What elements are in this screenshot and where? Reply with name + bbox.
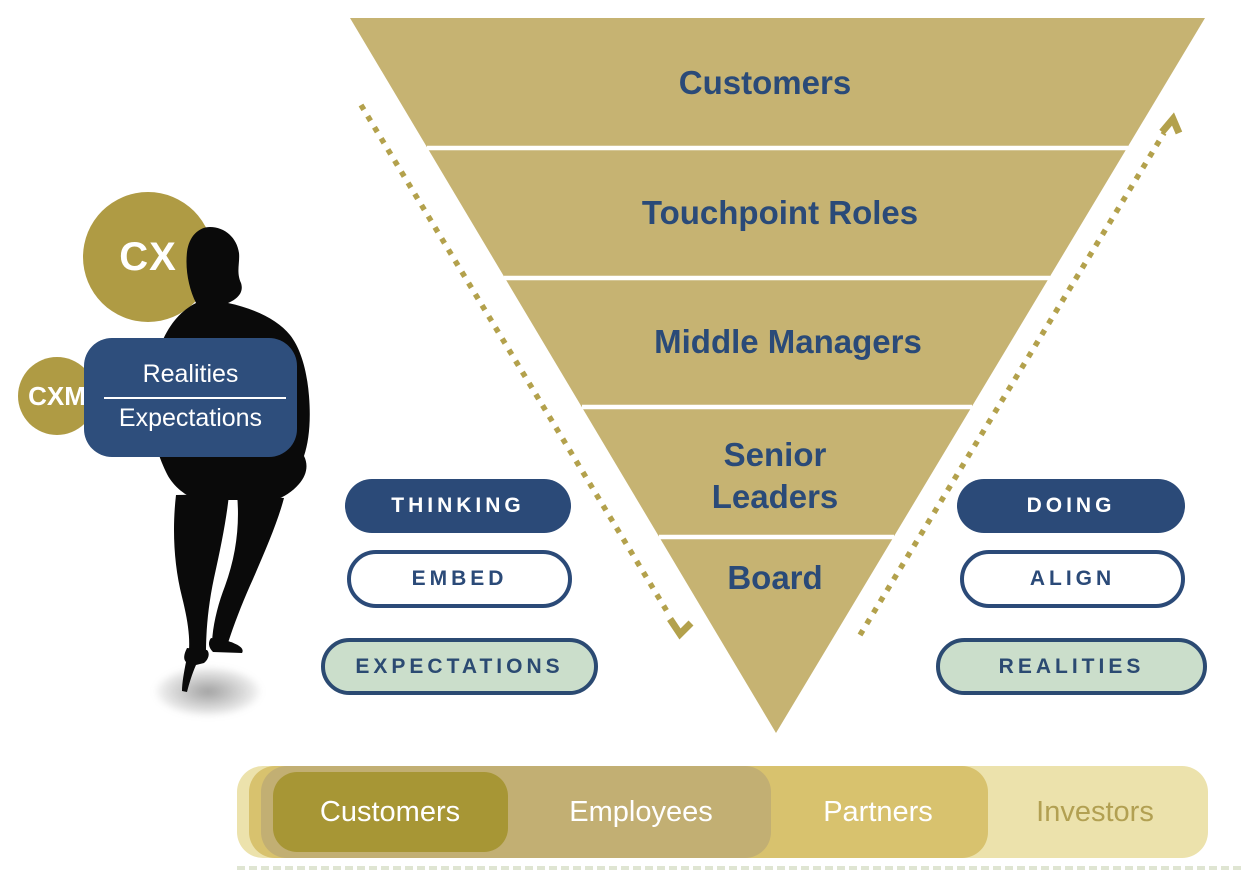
- pill-thinking: THINKING: [345, 479, 571, 533]
- fraction-denominator: Expectations: [118, 404, 263, 432]
- cxm-badge-label: CXM: [28, 380, 86, 411]
- cx-badge-label: CX: [119, 234, 177, 279]
- bottom-dashed-line: [237, 866, 1241, 870]
- silhouette-reflection: [138, 660, 278, 750]
- pill-align: ALIGN: [960, 550, 1185, 608]
- pill-realities: REALITIES: [936, 638, 1207, 695]
- fraction-numerator: Realities: [142, 360, 239, 388]
- arrowhead-down-icon: [667, 617, 694, 640]
- pyramid-level-customers: Customers: [678, 64, 852, 101]
- pill-expectations: EXPECTATIONS: [321, 638, 598, 695]
- bar-label-partners: Partners: [823, 796, 933, 828]
- inverted-pyramid-shape: [350, 18, 1205, 733]
- bar-label-employees: Employees: [569, 796, 713, 828]
- pill-embed-label: EMBED: [411, 567, 508, 590]
- pyramid-level-middle-managers: Middle Managers: [654, 323, 922, 360]
- pyramid-level-senior-leaders: Senior Leaders: [711, 436, 839, 515]
- pill-expectations-label: EXPECTATIONS: [355, 654, 564, 678]
- pill-align-label: ALIGN: [1029, 567, 1116, 590]
- realities-expectations-box: Realities Expectations: [84, 338, 297, 457]
- bar-label-customers: Customers: [319, 796, 461, 828]
- pyramid-level-touchpoint-roles: Touchpoint Roles: [641, 194, 919, 231]
- pyramid-level-board: Board: [727, 559, 823, 596]
- cx-badge: CX: [83, 192, 213, 322]
- arrowhead-up-icon: [1159, 112, 1183, 135]
- pill-doing: DOING: [957, 479, 1185, 533]
- pill-doing-label: DOING: [1026, 494, 1116, 517]
- bar-segment-customers: [273, 772, 508, 852]
- cxm-badge: CXM: [18, 357, 96, 435]
- fraction-divider: [104, 397, 286, 399]
- pill-thinking-label: THINKING: [391, 494, 525, 517]
- pill-realities-label: REALITIES: [998, 654, 1145, 678]
- pill-embed: EMBED: [347, 550, 572, 608]
- bar-label-investors: Investors: [1036, 796, 1154, 828]
